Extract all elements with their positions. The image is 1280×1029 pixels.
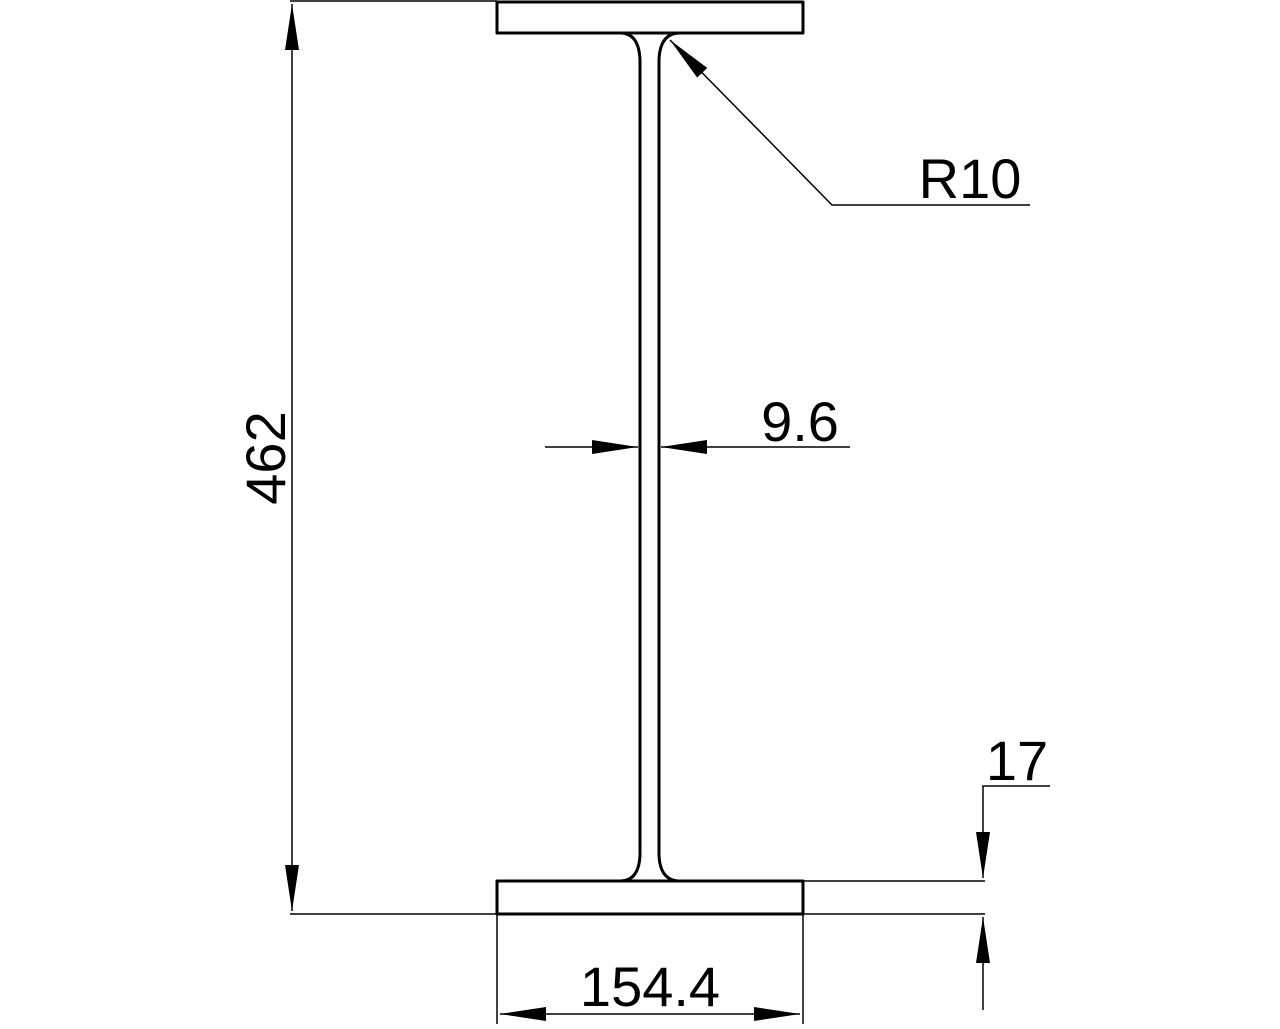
- fillet-radius-leader: [669, 39, 1030, 206]
- fillet-radius-label: R10: [919, 147, 1022, 210]
- height-dimension-label: 462: [234, 411, 297, 504]
- flange-thickness-dimension: [803, 785, 1050, 1010]
- flange-thickness-leader-top: [976, 785, 1050, 878]
- top-flange: [495, 0, 805, 35]
- height-dimension: [285, 0, 497, 915]
- web-thickness-label: 9.6: [761, 390, 839, 453]
- flange-thickness-label: 17: [986, 729, 1048, 792]
- fillet-radius-leader-line: [669, 39, 1030, 206]
- web-right-edge: [657, 31, 681, 883]
- flange-width-dimension: [496, 914, 804, 1024]
- i-beam-profile: [495, 0, 805, 916]
- bottom-flange: [495, 879, 805, 916]
- web-left-edge: [619, 31, 642, 883]
- flange-width-label: 154.4: [580, 955, 720, 1018]
